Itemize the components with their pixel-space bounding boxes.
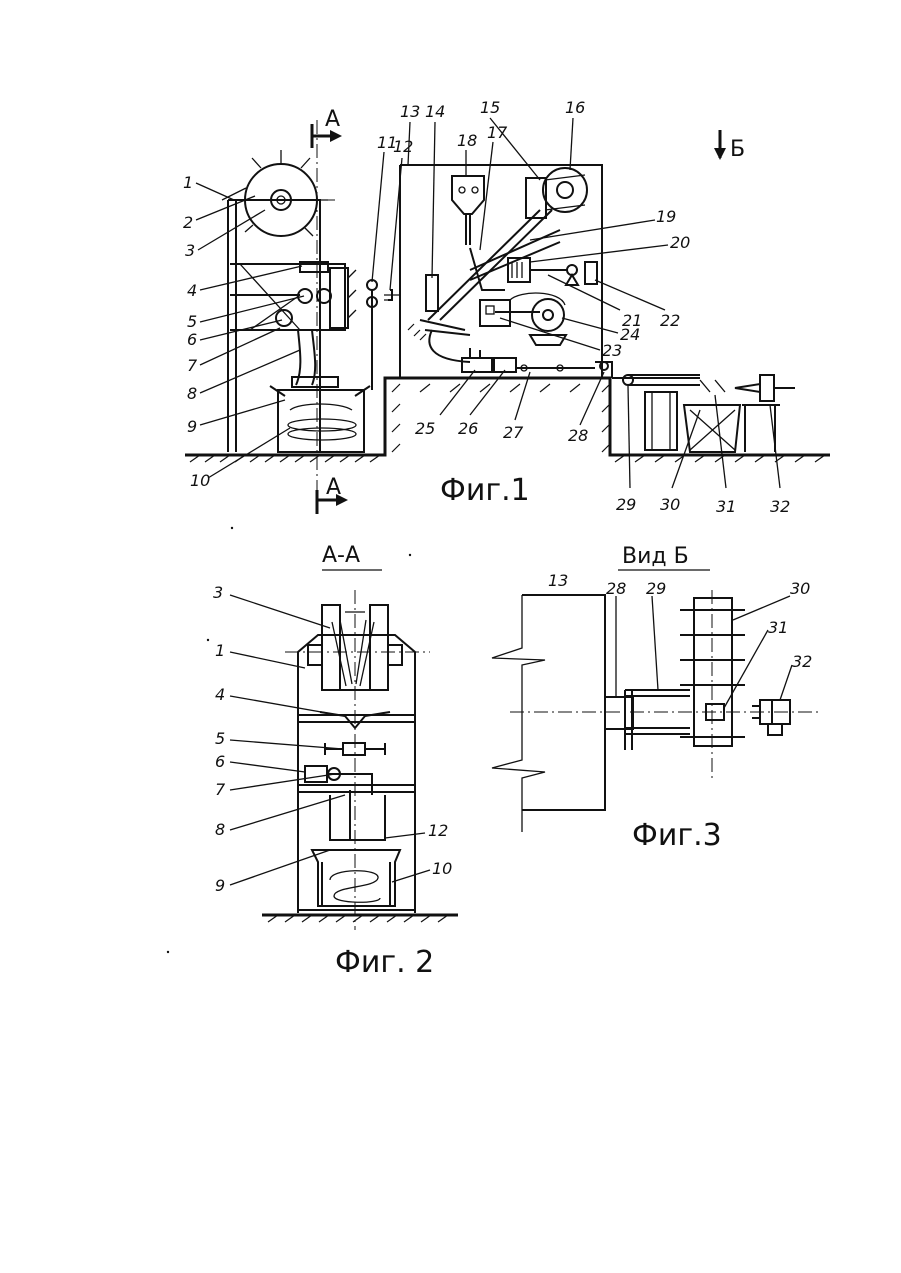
- figure-2-caption: Фиг. 2: [335, 945, 434, 980]
- fig1-label-3: 3: [185, 241, 195, 260]
- fig2-label-12: 12: [428, 821, 448, 840]
- fig1-label-26: 26: [458, 419, 478, 438]
- fig1-label-10: 10: [190, 471, 210, 490]
- scan-specks: [167, 527, 411, 953]
- fig1-label-22: 22: [660, 311, 680, 330]
- fig1-label-18: 18: [457, 131, 477, 150]
- fig1-label-16: 16: [565, 98, 585, 117]
- fig3-label-13: 13: [548, 571, 568, 590]
- fig1-label-4: 4: [187, 281, 197, 300]
- fig1-label-29: 29: [616, 495, 636, 514]
- fig3-label-31: 31: [768, 618, 788, 637]
- section-title: А-А: [322, 543, 360, 568]
- fig2-label-3: 3: [213, 583, 223, 602]
- fig3-label-28: 28: [606, 579, 626, 598]
- fig1-label-7: 7: [187, 356, 198, 375]
- section-letter-top: А: [325, 107, 340, 132]
- fig1-label-32: 32: [770, 497, 790, 516]
- container: [452, 176, 484, 245]
- view-title: Вид Б: [622, 544, 689, 569]
- feed-tube: [292, 330, 338, 387]
- fig1-label-30: 30: [660, 495, 680, 514]
- roller-block: [276, 262, 392, 390]
- right-station: [612, 375, 795, 452]
- figure-1-caption: Фиг.1: [440, 473, 530, 508]
- fig2-label-6: 6: [215, 752, 225, 771]
- gearbox: [480, 293, 566, 345]
- fig1-label-13: 13: [400, 102, 420, 121]
- fig2-ground: [262, 915, 458, 922]
- labels-fig3: 13 28 29 30 31 32: [548, 571, 812, 671]
- fig1-label-31: 31: [716, 497, 736, 516]
- view-arrow-label: Б: [730, 137, 745, 162]
- fig1-label-17: 17: [487, 123, 508, 142]
- fig1-label-6: 6: [187, 330, 197, 349]
- fig2-label-7: 7: [215, 780, 226, 799]
- view-arrow: Б: [714, 130, 745, 162]
- fig1-label-9: 9: [187, 417, 197, 436]
- figure-3: Вид Б: [492, 544, 820, 853]
- fig2-basket: [312, 850, 400, 906]
- fig3-label-29: 29: [646, 579, 666, 598]
- labels-fig1: 1 2 3 4 5 6 7 8 9 10 11 12 13 14 15 16 1…: [183, 98, 790, 516]
- inclined-beams: [408, 210, 560, 340]
- fig1-label-2: 2: [183, 213, 193, 232]
- fig1-label-19: 19: [656, 207, 676, 226]
- fig1-label-25: 25: [415, 419, 435, 438]
- figure-3-caption: Фиг.3: [632, 818, 722, 853]
- fig2-label-8: 8: [215, 820, 225, 839]
- fig1-label-24: 24: [620, 325, 640, 344]
- fig2-label-1: 1: [215, 641, 225, 660]
- section-letter-bottom: А: [326, 475, 341, 500]
- section-marker-bottom: А: [317, 475, 348, 514]
- fig1-label-14: 14: [425, 102, 445, 121]
- leader-lines-fig3: [616, 596, 792, 708]
- table-mechanism: [462, 348, 612, 378]
- fig3-label-30: 30: [790, 579, 810, 598]
- leader-lines-fig1: [196, 118, 780, 488]
- fig1-label-20: 20: [670, 233, 690, 252]
- fig1-label-15: 15: [480, 98, 500, 117]
- fig1-label-27: 27: [503, 423, 524, 442]
- fig3-part-32: [752, 700, 790, 735]
- fig2-housing: [285, 590, 430, 930]
- fig1-label-5: 5: [187, 312, 197, 331]
- fig2-label-10: 10: [432, 859, 452, 878]
- figure-2: А-А: [213, 543, 458, 980]
- fig3-rails: [625, 690, 690, 750]
- fig1-label-1: 1: [183, 173, 193, 192]
- fig2-label-4: 4: [215, 685, 225, 704]
- reel: [222, 150, 335, 236]
- fig1-label-8: 8: [187, 384, 197, 403]
- motor-reel: [526, 168, 587, 218]
- fig2-label-9: 9: [215, 876, 225, 895]
- fig2-part-6-7: [305, 766, 372, 795]
- fig1-label-12: 12: [393, 137, 413, 156]
- fig3-part-28: [605, 697, 633, 729]
- labels-fig2: 3 1 4 5 6 7 8 9 12 10: [213, 583, 452, 895]
- fig1-label-28: 28: [568, 426, 588, 445]
- fig2-label-5: 5: [215, 729, 225, 748]
- fig3-cabinet: [492, 595, 605, 832]
- drive-assembly: [508, 258, 597, 285]
- fig3-label-32: 32: [792, 652, 812, 671]
- figure-1: А А: [183, 98, 830, 516]
